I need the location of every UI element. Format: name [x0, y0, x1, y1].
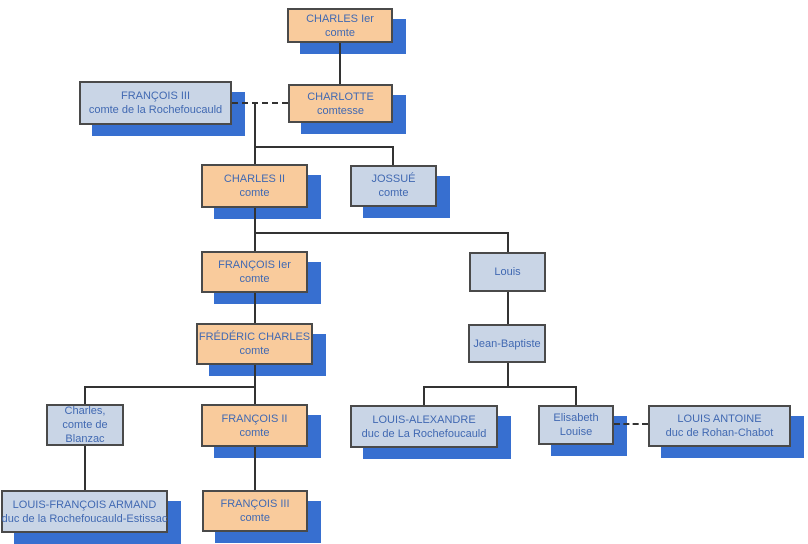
- node-title: CHARLES II: [223, 173, 286, 185]
- node-title: FRANÇOIS III: [120, 90, 191, 102]
- node-frederic-charles: FRÉDÉRIC CHARLES comte: [196, 323, 313, 365]
- node-title: LOUIS-ALEXANDRE: [372, 413, 476, 426]
- node-subtitle: comtesse: [316, 104, 365, 117]
- node-subtitle: comte: [240, 512, 270, 524]
- connector-vertical: [507, 292, 509, 324]
- node-subtitle: comte de la Rochefoucauld: [88, 104, 223, 116]
- connector-horizontal: [254, 146, 394, 148]
- node-subtitle: Louise: [559, 426, 593, 438]
- node-subtitle: comte: [239, 426, 270, 439]
- node-title: FRÉDÉRIC CHARLES: [198, 331, 311, 343]
- node-charlotte: CHARLOTTE comtesse: [288, 84, 393, 123]
- node-subtitle: comte: [239, 273, 270, 285]
- connector-vertical: [254, 293, 256, 323]
- connector-vertical: [84, 386, 86, 404]
- connector-vertical: [339, 43, 341, 84]
- node-francois-1er: FRANÇOIS Ier comte: [201, 251, 308, 293]
- node-charles-ii: CHARLES II comte: [201, 164, 308, 208]
- node-title: LOUIS-FRANÇOIS ARMAND: [12, 498, 157, 511]
- node-francois-iii-rochefoucauld: FRANÇOIS III comte de la Rochefoucauld: [79, 81, 232, 125]
- node-title: JOSSUÉ: [371, 173, 416, 185]
- node-louis-francois-armand: LOUIS-FRANÇOIS ARMAND duc de la Rochefou…: [1, 490, 168, 533]
- connector-horizontal: [423, 386, 577, 388]
- node-title: CHARLOTTE: [307, 90, 374, 103]
- node-louis: Louis: [469, 252, 546, 292]
- node-subtitle: comte: [378, 187, 409, 199]
- node-louis-alexandre: LOUIS-ALEXANDRE duc de La Rochefoucauld: [350, 405, 498, 448]
- connector-vertical: [254, 447, 256, 490]
- node-title: CHARLES Ier: [306, 12, 374, 25]
- node-francois-iii-comte: FRANÇOIS III comte: [202, 490, 308, 532]
- node-louis-antoine: LOUIS ANTOINE duc de Rohan-Chabot: [648, 405, 791, 447]
- node-charles-blanzac: Charles, comte de Blanzac: [46, 404, 124, 446]
- node-subtitle: duc de la Rochefoucauld-Estissac: [1, 512, 168, 525]
- connector-vertical: [84, 446, 86, 490]
- node-title: LOUIS ANTOINE: [677, 413, 762, 425]
- node-subtitle: comte de: [62, 419, 108, 431]
- connector-vertical: [392, 146, 394, 165]
- node-francois-ii: FRANÇOIS II comte: [201, 404, 308, 447]
- node-subtitle: comte: [239, 187, 270, 199]
- node-title: Louis: [494, 266, 521, 278]
- node-subtitle: Blanzac: [65, 433, 105, 445]
- connector-vertical: [507, 232, 509, 252]
- connector-vertical: [254, 104, 256, 164]
- node-title: Charles,: [64, 405, 106, 417]
- node-title: FRANÇOIS III: [220, 498, 290, 510]
- node-subtitle: duc de Rohan-Chabot: [665, 427, 774, 439]
- node-title: FRANÇOIS II: [221, 412, 288, 425]
- connector-dashed-marriage: [614, 423, 648, 425]
- node-subtitle: duc de La Rochefoucauld: [361, 427, 487, 440]
- node-elisabeth-louise: Elisabeth Louise: [538, 405, 614, 445]
- node-title: FRANÇOIS Ier: [218, 259, 291, 271]
- connector-horizontal: [254, 232, 509, 234]
- node-jean-baptiste: Jean-Baptiste: [468, 324, 546, 363]
- connector-dashed-marriage: [232, 102, 288, 104]
- connector-vertical: [507, 363, 509, 387]
- connector-horizontal: [84, 386, 256, 388]
- node-jossue: JOSSUÉ comte: [350, 165, 437, 207]
- node-title: Elisabeth: [553, 412, 599, 424]
- connector-vertical: [575, 386, 577, 405]
- connector-vertical: [254, 208, 256, 251]
- connector-vertical: [423, 386, 425, 405]
- node-subtitle: comte: [325, 26, 355, 39]
- connector-vertical: [254, 365, 256, 404]
- node-subtitle: comte: [239, 345, 270, 357]
- node-charles-1er: CHARLES Ier comte: [287, 8, 393, 43]
- node-title: Jean-Baptiste: [473, 337, 541, 350]
